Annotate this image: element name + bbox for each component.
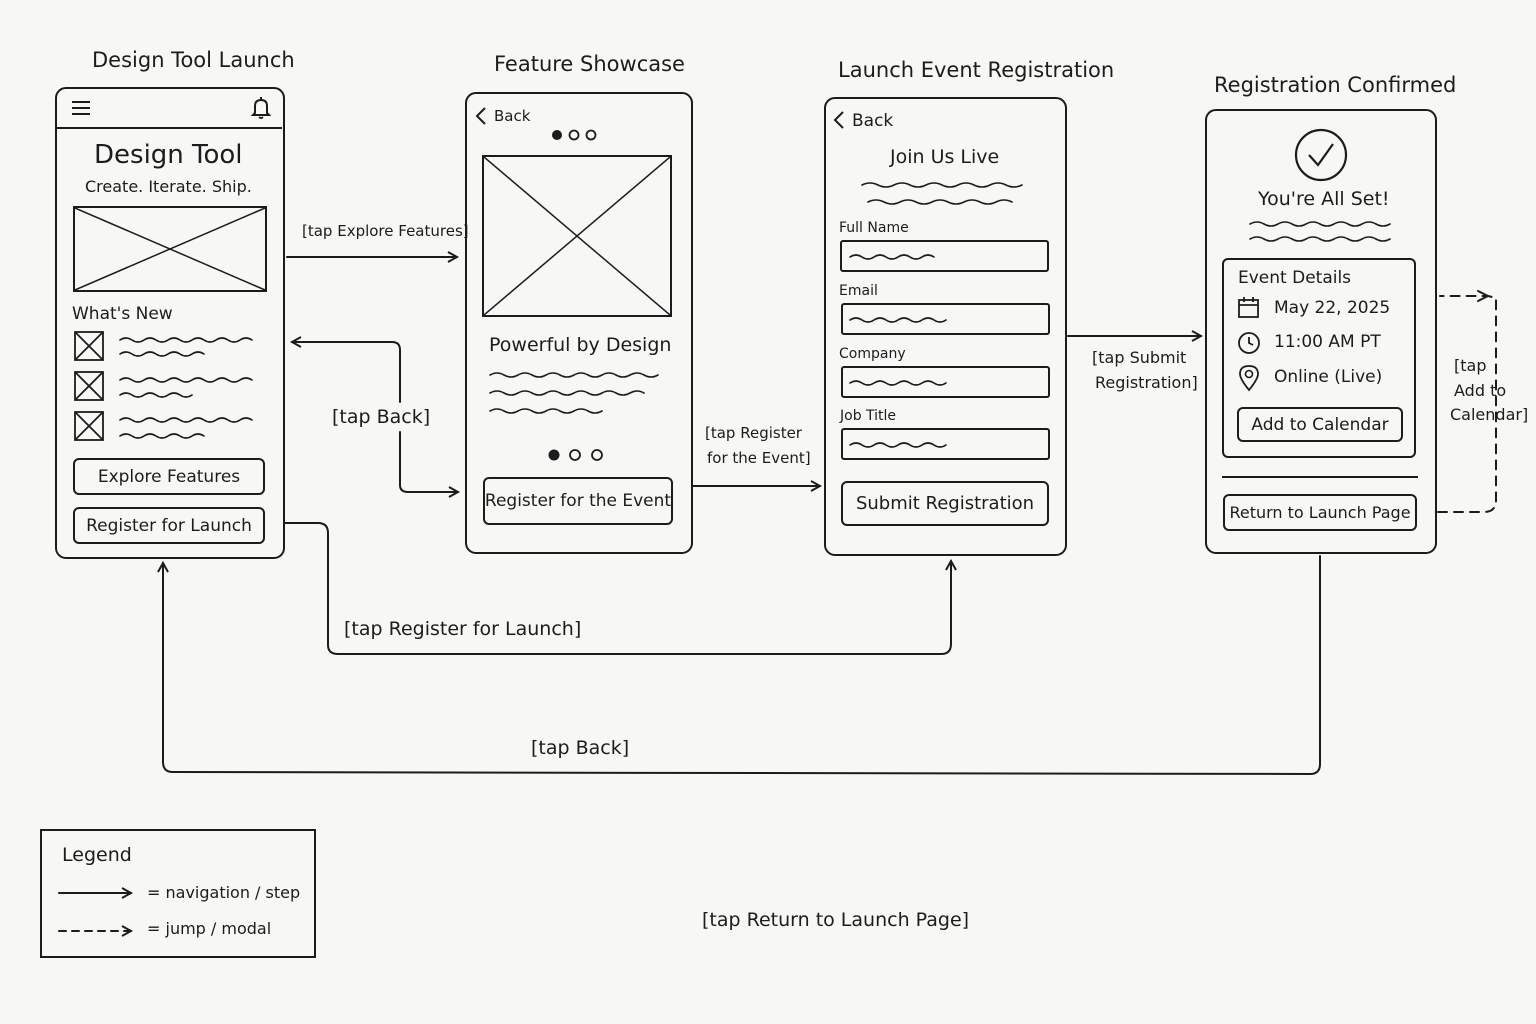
placeholder-text-squiggles [119,182,1391,448]
calendar-icon [1238,297,1259,318]
squiggle-line [489,408,603,414]
field-label-job-title: Job Title [840,408,897,424]
submit-registration-button[interactable]: Submit Registration [841,481,1049,526]
news-thumbnail [74,411,104,441]
screen-title-launch: Design Tool Launch [92,48,295,72]
edge-label-back-1: [tap Back] [332,406,431,428]
card-divider [1222,476,1418,478]
squiggle-line [119,337,253,343]
feature-image-placeholder [482,155,672,317]
edge-label-register-event-line1: [tap Register [705,424,802,442]
connector-back-to-launch [292,342,401,403]
return-to-launch-button[interactable]: Return to Launch Page [1223,494,1417,531]
squiggle-line [119,417,253,423]
squiggle-line [489,372,659,378]
app-title: Design Tool [94,140,243,170]
register-for-launch-button[interactable]: Register for Launch [73,507,265,544]
explore-features-button[interactable]: Explore Features [73,458,265,495]
event-date: May 22, 2025 [1274,298,1391,318]
tagline: Create. Iterate. Ship. [85,177,252,196]
squiggle-line [867,199,1013,205]
event-location: Online (Live) [1274,367,1383,387]
back-chevron-icon[interactable] [474,106,488,126]
squiggle-line [119,377,253,383]
register-for-event-button[interactable]: Register for the Event [483,477,673,525]
clock-icon [1238,332,1260,354]
screen-title-showcase: Feature Showcase [494,52,685,76]
checkmark-icon [1294,128,1348,182]
edge-label-return: [tap Return to Launch Page] [702,909,970,931]
legend-title: Legend [62,844,132,866]
feature-heading: Powerful by Design [489,334,672,356]
location-pin-icon [1239,365,1259,392]
add-to-calendar-button[interactable]: Add to Calendar [1237,407,1403,442]
news-thumbnail [74,331,104,361]
news-thumbnail [74,371,104,401]
connector-add-to-calendar-arrowhead [1477,290,1489,302]
back-link[interactable]: Back [494,107,531,125]
company-input[interactable] [841,366,1050,398]
edge-label-register-launch: [tap Register for Launch] [344,618,582,640]
edge-label-calendar-line2: Add to [1454,381,1507,400]
connector-back-to-launch-long [163,555,1321,775]
edge-label-submit-line1: [tap Submit [1092,348,1187,367]
event-details-title: Event Details [1238,268,1352,288]
email-input[interactable] [841,303,1050,335]
squiggle-line [1249,221,1391,227]
connector-register-for-launch [284,522,951,655]
edge-label-calendar-line1: [tap [1454,356,1487,375]
hamburger-menu-icon[interactable] [70,99,92,117]
back-link[interactable]: Back [852,111,894,131]
registration-heading: Join Us Live [890,146,1000,168]
connector-add-to-calendar [1437,295,1497,513]
edge-label-explore: [tap Explore Features] [302,222,469,240]
legend-solid-label: = navigation / step [147,883,301,902]
event-time: 11:00 AM PT [1274,332,1381,352]
header-divider [57,127,282,129]
bell-icon[interactable] [250,96,272,120]
carousel-dots-top[interactable] [548,127,600,143]
connector-back-to-showcase [399,431,458,492]
section-title-whats-new: What's New [72,304,173,324]
field-label-company: Company [839,346,906,362]
hero-image-placeholder [73,206,267,292]
squiggle-line [119,392,193,398]
squiggle-line [119,351,205,357]
squiggle-line [119,433,205,439]
job-title-input[interactable] [841,428,1050,460]
squiggle-line [489,390,645,396]
squiggle-line [849,254,935,260]
squiggle-line [861,182,1023,188]
squiggle-line [849,380,947,386]
field-label-full-name: Full Name [839,220,909,236]
legend-dashed-label: = jump / modal [147,919,272,938]
squiggle-line [849,442,947,448]
edge-label-back-2: [tap Back] [531,737,630,759]
confirmation-heading: You're All Set! [1258,188,1390,210]
edge-label-submit-line2: Registration] [1095,373,1198,392]
flow-connectors [58,257,1497,931]
screen-title-registration: Launch Event Registration [838,58,1115,82]
carousel-dots-bottom[interactable] [544,446,606,464]
squiggle-line [1249,236,1391,242]
field-label-email: Email [839,283,878,299]
legend-box [40,829,316,958]
edge-label-calendar-line3: Calendar] [1450,405,1529,424]
phone-confirmed [1205,109,1437,554]
whats-new-thumbnails [74,331,104,441]
event-details-card [1222,258,1416,458]
back-chevron-icon[interactable] [832,110,846,130]
squiggle-line [849,317,947,323]
edge-label-register-event-line2: for the Event] [707,449,811,467]
screen-title-confirmed: Registration Confirmed [1214,73,1457,97]
